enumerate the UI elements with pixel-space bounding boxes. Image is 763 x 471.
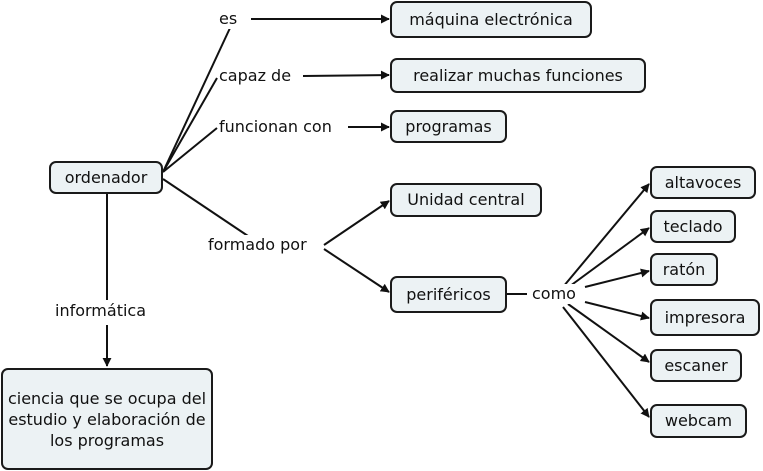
arrow-como-webcam [562, 306, 650, 418]
line-ordenador-formado [162, 178, 249, 237]
node-teclado[interactable]: teclado [650, 210, 736, 243]
arrow-como-impresora [584, 301, 650, 321]
node-altavoces[interactable]: altavoces [650, 166, 756, 199]
node-unidad-central[interactable]: Unidad central [390, 183, 542, 217]
node-ordenador[interactable]: ordenador [49, 161, 163, 194]
line-ordenador-capaz [162, 77, 218, 173]
arrow-formado-unidad [323, 200, 390, 246]
link-label-informatica: informática [54, 301, 148, 321]
node-ciencia[interactable]: ciencia que se ocupa del estudio y elabo… [1, 368, 213, 470]
node-maquina-electronica[interactable]: máquina electrónica [390, 1, 592, 38]
node-programas[interactable]: programas [390, 110, 507, 143]
arrow-como-altavoces [562, 183, 650, 288]
arrow-como-escaner [567, 303, 650, 363]
link-label-capaz-de: capaz de [218, 66, 293, 86]
arrow-capaz-funciones [302, 70, 390, 80]
line-ordenador-funcionan [162, 127, 218, 173]
node-raton[interactable]: ratón [650, 253, 718, 286]
node-impresora[interactable]: impresora [650, 299, 760, 336]
arrow-como-raton [584, 268, 650, 288]
link-label-como: como [531, 284, 577, 304]
node-perifericos[interactable]: periféricos [390, 276, 507, 313]
link-label-formado-por: formado por [207, 235, 308, 255]
node-webcam[interactable]: webcam [650, 404, 747, 438]
link-label-funcionan-con: funcionan con [218, 117, 333, 137]
link-label-es: es [218, 9, 239, 29]
arrow-formado-perifericos [323, 248, 390, 293]
arrow-como-teclado [565, 227, 650, 290]
node-realizar-muchas-funciones[interactable]: realizar muchas funciones [390, 58, 646, 93]
line-ordenador-es [162, 27, 231, 173]
node-escaner[interactable]: escaner [650, 349, 742, 382]
